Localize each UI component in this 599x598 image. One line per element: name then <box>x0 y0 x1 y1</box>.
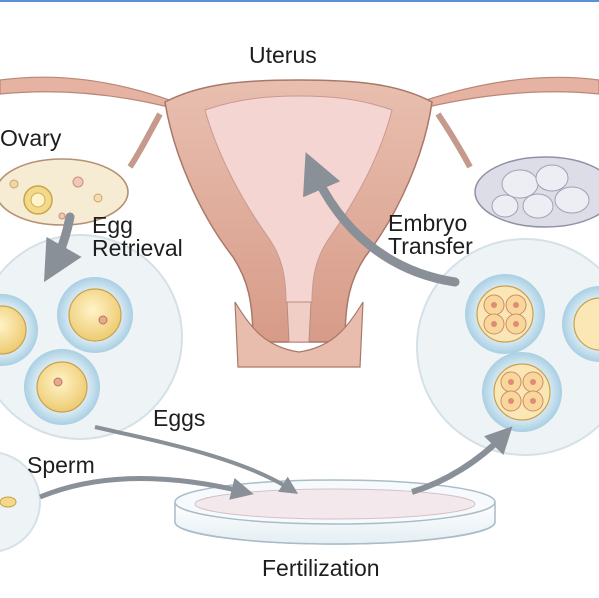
embryo-cell <box>562 286 599 362</box>
fertilization-label: Fertilization <box>262 555 380 581</box>
egg-retrieval-line2: Retrieval <box>92 235 183 261</box>
embryo-transfer-line1: Embryo <box>388 210 468 236</box>
embryo-transfer-line2: Transfer <box>388 233 473 259</box>
embryo-transfer-label: Embryo Transfer <box>388 212 473 258</box>
embryos-magnified-circle <box>416 238 599 456</box>
ovary-label: Ovary <box>0 125 62 151</box>
egg-retrieval-line1: Egg <box>92 212 133 238</box>
dish-to-embryo-arrow <box>411 426 513 495</box>
eggs-magnified-circle <box>0 234 183 440</box>
egg-cell <box>57 277 133 353</box>
process-arrows <box>39 152 513 500</box>
eggs-to-dish-arrow <box>94 425 299 494</box>
eggs-label: Eggs <box>153 405 206 431</box>
uterus-label: Uterus <box>249 42 317 68</box>
sperm-label: Sperm <box>27 452 95 478</box>
embryo-transfer-arrow <box>303 152 460 287</box>
egg-retrieval-arrow <box>43 212 82 283</box>
right-ovary <box>474 156 599 228</box>
embryo-cell <box>482 352 562 432</box>
egg-cell <box>0 294 38 366</box>
sperm-magnified-circle <box>0 452 41 552</box>
left-ovary <box>0 158 129 226</box>
sperm-to-dish-arrow <box>39 475 254 500</box>
embryo-cell <box>465 274 545 354</box>
egg-retrieval-label: Egg Retrieval <box>92 214 183 260</box>
egg-cell <box>24 349 100 425</box>
uterus-shape <box>164 79 433 368</box>
